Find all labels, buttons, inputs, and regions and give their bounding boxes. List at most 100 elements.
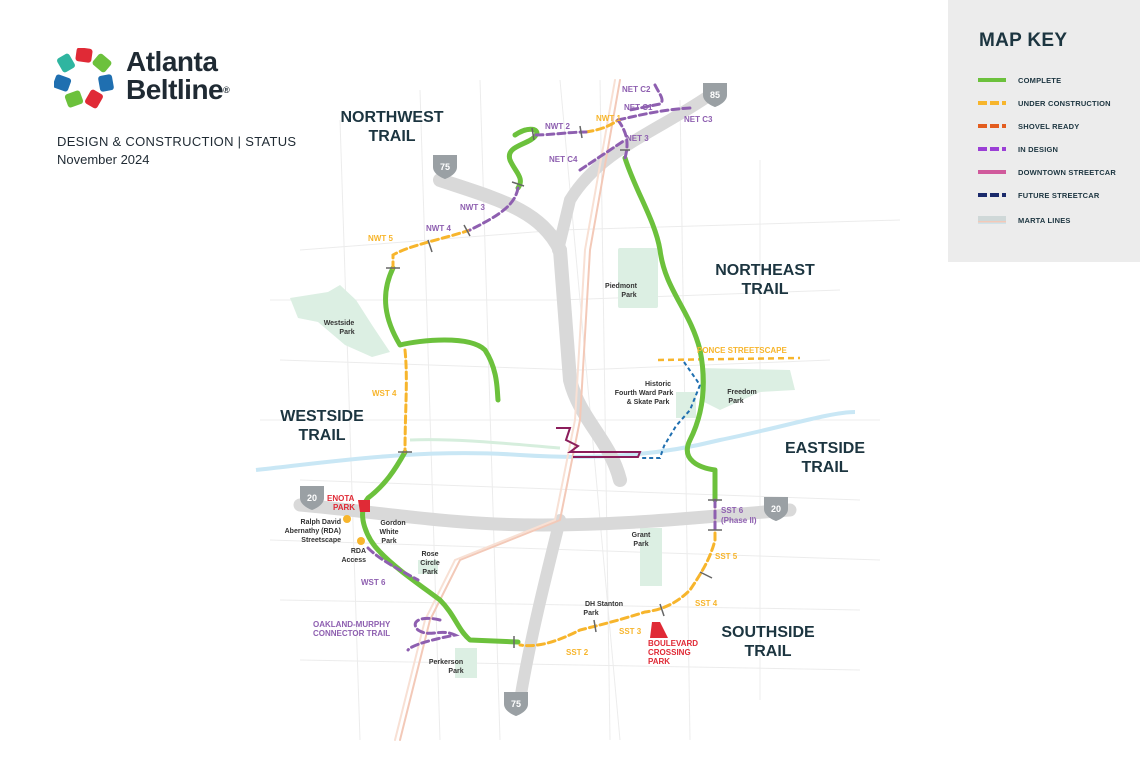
atlanta-beltline-logo: Atlanta Beltline®: [54, 46, 314, 116]
key-row-marta-lines: MARTA LINES: [978, 213, 1071, 227]
marta-lines: [293, 79, 797, 741]
swatch-complete: [978, 78, 1006, 82]
rda-streetscape-label-1: Ralph David: [301, 519, 341, 526]
i20-east-shield: 20: [764, 497, 788, 521]
key-label-complete: COMPLETE: [1018, 75, 1062, 85]
rda-streetscape-label-3: Streetscape: [301, 537, 341, 544]
swatch-downtown-streetcar: [978, 170, 1006, 174]
southside-trail-title-2: TRAIL: [744, 643, 791, 660]
gordon-white-label-3: Park: [381, 538, 396, 545]
gordon-white-label-2: White: [379, 529, 398, 536]
label-sst-6: SST 6: [721, 506, 744, 515]
brand-name-line2-text: Beltline: [126, 74, 224, 105]
rda-streetscape-marker: [343, 515, 351, 523]
label-sst-6-phase: (Phase II): [721, 516, 757, 525]
label-wst-6: WST 6: [361, 578, 386, 587]
fourth-ward-label-3: & Skate Park: [627, 399, 670, 406]
i20-east-number: 20: [771, 504, 781, 514]
key-row-in-design: IN DESIGN: [978, 142, 1058, 156]
boulevard-crossing-park-shape: [650, 622, 668, 638]
piedmont-park-label-2: Park: [621, 292, 636, 299]
fourth-ward-label-2: Fourth Ward Park: [615, 390, 674, 397]
key-label-under-construction: UNDER CONSTRUCTION: [1018, 98, 1111, 108]
registered-mark: ®: [223, 85, 230, 95]
grant-park-label-2: Park: [633, 541, 648, 548]
enota-park-label-1: ENOTA: [327, 494, 355, 503]
page-date: November 2024: [57, 152, 150, 167]
oakland-murphy-label-2: CONNECTOR TRAIL: [313, 629, 390, 638]
freedom-park-area: [700, 368, 795, 410]
label-net-3: NET 3: [626, 134, 649, 143]
northeast-trail-title-2: TRAIL: [741, 281, 788, 298]
swatch-under-construction: [978, 101, 1006, 105]
label-net-c1: NET C1: [624, 103, 653, 112]
northwest-trail-title-2: TRAIL: [368, 128, 415, 145]
perkerson-label-1: Perkerson: [429, 659, 463, 666]
westside-park-area: [290, 285, 390, 357]
swatch-shovel-ready: [978, 124, 1006, 128]
highlight-labels: ENOTA PARK BOULEVARD CROSSING PARK OAKLA…: [313, 494, 698, 666]
boulevard-label-3: PARK: [648, 657, 670, 666]
northeast-trail-title-1: NORTHEAST: [715, 262, 815, 279]
segment-ticks: [386, 125, 722, 648]
place-labels-left: Ralph David Abernathy (RDA) Streetscape …: [285, 519, 366, 564]
key-row-complete: COMPLETE: [978, 73, 1061, 87]
trail-titles: NORTHWEST TRAIL NORTHEAST TRAIL WESTSIDE…: [280, 109, 865, 660]
i75-south-number: 75: [511, 699, 521, 709]
rose-circle-label-3: Park: [422, 569, 437, 576]
key-label-marta-lines: MARTA LINES: [1018, 215, 1071, 225]
ponce-streetscape: [657, 356, 801, 362]
label-net-c4: NET C4: [549, 155, 578, 164]
i85-number: 85: [710, 90, 720, 100]
place-labels: Piedmont Park Westside Park Historic Fou…: [324, 283, 757, 675]
label-net-c2: NET C2: [622, 85, 651, 94]
grant-park-label-1: Grant: [632, 532, 651, 539]
grant-park-area: [640, 528, 662, 586]
label-sst-4: SST 4: [695, 599, 718, 608]
boulevard-label-1: BOULEVARD: [648, 639, 698, 648]
key-row-downtown-streetcar: DOWNTOWN STREETCAR: [978, 165, 1116, 179]
fourth-ward-label-1: Historic: [645, 381, 671, 388]
i20-west-shield: 20: [300, 486, 324, 510]
piedmont-park-area: [618, 248, 658, 308]
map-key-title: MAP KEY: [979, 30, 1068, 51]
future-streetcar: [640, 361, 702, 459]
rda-access-label-2: Access: [341, 557, 366, 564]
waterway-branch: [409, 438, 561, 450]
freedom-park-label-2: Park: [728, 398, 743, 405]
label-net-c3: NET C3: [684, 115, 713, 124]
westside-park-label-1: Westside: [324, 320, 355, 327]
i20-west-number: 20: [307, 493, 317, 503]
key-label-shovel-ready: SHOVEL READY: [1018, 121, 1080, 131]
brand-name-line2: Beltline®: [126, 74, 230, 105]
fourth-ward-park-area: [676, 392, 696, 418]
rose-circle-park-area: [418, 560, 438, 574]
label-sst-3: SST 3: [619, 627, 642, 636]
southside-trail-title-1: SOUTHSIDE: [721, 624, 815, 641]
label-nwt-2: NWT 2: [545, 122, 570, 131]
i75-north-shield: 75: [433, 155, 457, 179]
downtown-streetcar: [556, 427, 642, 458]
key-label-future-streetcar: FUTURE STREETCAR: [1018, 190, 1100, 200]
perkerson-park-area: [455, 648, 477, 678]
enota-park-shape: [358, 500, 370, 512]
label-wst-4: WST 4: [372, 389, 397, 398]
enota-park-label-2: PARK: [333, 503, 355, 512]
i85-shield: 85: [703, 83, 727, 107]
westside-trail-title-2: TRAIL: [298, 427, 345, 444]
dh-stanton-label-2: Park: [583, 610, 598, 617]
label-ponce-streetscape: PONCE STREETSCAPE: [697, 346, 787, 355]
map-key: MAP KEY COMPLETE UNDER CONSTRUCTION SHOV…: [948, 0, 1140, 262]
key-row-shovel-ready: SHOVEL READY: [978, 119, 1079, 133]
perkerson-label-2: Park: [448, 668, 463, 675]
key-row-under-construction: UNDER CONSTRUCTION: [978, 96, 1111, 110]
label-nwt-3: NWT 3: [460, 203, 485, 212]
key-label-in-design: IN DESIGN: [1018, 144, 1059, 154]
label-nwt-4: NWT 4: [426, 224, 451, 233]
swatch-in-design: [978, 147, 1006, 151]
piedmont-park-label-1: Piedmont: [605, 283, 638, 290]
rose-circle-label-2: Circle: [420, 560, 440, 567]
segment-labels: NET C2 NET C1 NET C3 NET 3 NET C4 NWT 1 …: [361, 85, 787, 657]
beltline-logo-icon: [54, 48, 114, 109]
